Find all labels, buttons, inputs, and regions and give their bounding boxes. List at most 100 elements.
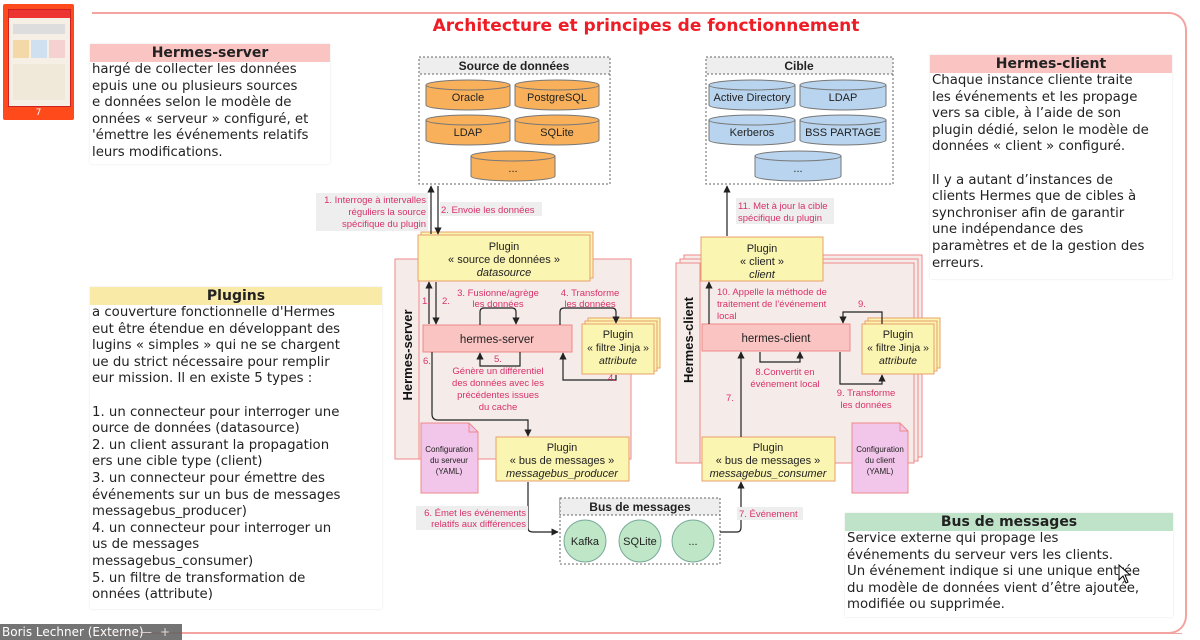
target-title: Cible — [784, 59, 814, 73]
source-db-4-label: ... — [508, 163, 517, 175]
config-client-line2: du client — [865, 456, 896, 465]
architecture-diagram: Source de données Oracle PostgreSQL LDAP SQ… — [316, 56, 941, 565]
bottom-divider — [182, 633, 1182, 634]
source-title: Source de données — [459, 59, 570, 73]
annotation-5-line4: du cache — [479, 402, 518, 413]
bus-title: Bus de messages — [589, 500, 691, 514]
source-db-1-label: PostgreSQL — [527, 92, 587, 104]
server-vertical-label: Hermes-server — [400, 309, 415, 400]
annotation-10-line3: local — [717, 311, 737, 322]
plugin-filter-client: Plugin « filtre Jinja » attribute — [861, 317, 941, 375]
annotations: 1. Interroge à intervalles réguliers la … — [316, 193, 895, 530]
target-db-3-label: BSS PARTAGE — [805, 127, 881, 139]
source-group: Source de données Oracle PostgreSQL LDAP SQ… — [418, 56, 611, 185]
config-client-line3: (YAML) — [867, 467, 894, 476]
slide-thumbnail[interactable]: 7 — [3, 4, 74, 120]
slide-canvas: Architecture et principes de fonctionnem… — [90, 0, 1200, 640]
client-panel-heading: Hermes-client — [930, 55, 1172, 73]
target-db-2-label: Kerberos — [730, 127, 775, 139]
plugin-producer-type: « bus de messages » — [510, 455, 615, 467]
mouse-cursor-icon — [1118, 564, 1132, 584]
plugin-datasource: Plugin « source de données » datasource — [417, 231, 594, 282]
plugin-filter-server: Plugin « filtre Jinja » attribute — [581, 317, 661, 375]
annotation-10-line2: traitement de l’événement — [717, 299, 827, 310]
annotation-1-line1: 1. Interroge à intervalles — [324, 195, 426, 206]
annotation-3-line1: 3. Fusionne/agrège — [457, 288, 539, 299]
annotation-6-line2: relatifs aux différences — [431, 519, 526, 530]
plugins-panel: Plugins a couverture fonctionnelle d'Her… — [90, 287, 382, 609]
target-db-1-label: LDAP — [829, 92, 858, 104]
annotation-1-line2: réguliers la source — [348, 207, 426, 218]
plugin-datasource-name: datasource — [477, 267, 531, 279]
annotation-5-line2: des données avec les — [452, 378, 544, 389]
plugins-panel-body: a couverture fonctionnelle d'Hermes eut … — [92, 305, 341, 603]
target-db-3: BSS PARTAGE — [799, 114, 887, 146]
bus-node-label-0: Kafka — [571, 536, 600, 548]
annotation-6-line1: 6. Émet les événements — [424, 508, 526, 519]
plugin-client-type: « client » — [740, 256, 784, 268]
plugin-producer-label: Plugin — [547, 442, 578, 454]
plugin-client-name: client — [749, 269, 776, 281]
hermes-client-core: hermes-client — [701, 323, 851, 352]
bus-node-2 — [671, 519, 715, 563]
annotation-5-short: 5. — [494, 354, 502, 365]
source-db-3: SQLite — [514, 114, 600, 146]
bus-node-label-1: SQLite — [623, 536, 657, 548]
source-db-2: LDAP — [425, 114, 511, 146]
target-db-2: Kerberos — [708, 114, 796, 146]
minimize-button[interactable]: — — [140, 625, 152, 639]
thumbnail-number: 7 — [35, 108, 42, 118]
plugins-panel-heading: Plugins — [90, 287, 382, 305]
annotation-8-line2: événement local — [750, 379, 819, 390]
annotation-5-line3: précédentes issues — [457, 390, 539, 401]
annotation-9-line2: les données — [840, 400, 891, 411]
plugin-filter-client-name: attribute — [879, 355, 917, 367]
plugin-consumer-label: Plugin — [753, 442, 784, 454]
plugin-consumer: Plugin « bus de messages » messagebus_co… — [701, 436, 836, 482]
config-server-doc: Configuration du serveur (YAML) — [420, 422, 479, 494]
plugin-datasource-type: « source de données » — [448, 254, 560, 266]
add-button[interactable]: + — [160, 625, 171, 639]
target-db-0-label: Active Directory — [713, 92, 791, 104]
bus-node-1 — [618, 519, 662, 563]
presenter-bar[interactable]: Boris Lechner (Externe) — + — [0, 624, 182, 640]
plugin-consumer-type: « bus de messages » — [716, 455, 821, 467]
config-client-line1: Configuration — [856, 445, 904, 454]
presenter-name: Boris Lechner (Externe) — [2, 625, 144, 639]
annotation-2: 2. Envoie les données — [441, 205, 535, 216]
bus-node-0 — [563, 519, 607, 563]
annotation-11-line1: 11. Met à jour la cible — [738, 201, 828, 212]
annotation-11-line2: spécifique du plugin — [738, 213, 822, 224]
plugin-filter-server-type: « filtre Jinja » — [587, 342, 649, 354]
annotation-7: 7. Événement — [739, 509, 798, 520]
hermes-client-core-label: hermes-client — [741, 333, 811, 345]
target-db-4-label: ... — [793, 163, 802, 175]
source-db-0: Oracle — [425, 79, 511, 111]
server-panel-heading: Hermes-server — [90, 44, 330, 62]
plugin-client: Plugin « client » client — [700, 236, 824, 282]
target-db-1: LDAP — [799, 79, 887, 111]
annotation-5-line1: Génère un différentiel — [452, 366, 543, 377]
arrows — [425, 185, 886, 536]
bus-panel: Bus de messages Service externe qui prop… — [845, 513, 1173, 617]
annotation-9-line1: 9. Transforme — [837, 388, 896, 399]
server-panel: Hermes-server hargé de collecter les don… — [90, 44, 330, 164]
client-panel-body: Chaque instance cliente traite les événe… — [932, 73, 1149, 271]
bus-panel-heading: Bus de messages — [845, 513, 1173, 531]
bus-group: Bus de messages Kafka SQLite... — [559, 497, 721, 565]
plugin-client-label: Plugin — [747, 243, 778, 255]
hermes-server-core-label: hermes-server — [460, 334, 534, 346]
annotation-1-short: 1. — [422, 296, 430, 307]
plugin-consumer-name: messagebus_consumer — [710, 468, 828, 480]
plugin-producer-name: messagebus_producer — [506, 468, 619, 480]
hermes-server-core: hermes-server — [422, 324, 573, 353]
server-panel-body: hargé de collecter les données epuis une… — [92, 62, 309, 160]
plugin-filter-server-name: attribute — [599, 355, 637, 367]
client-panel: Hermes-client Chaque instance cliente tr… — [930, 55, 1172, 279]
source-db-4: ... — [470, 150, 556, 182]
config-server-line1: Configuration — [425, 445, 473, 454]
source-db-3-label: SQLite — [540, 127, 574, 139]
bus-node-label-2: ... — [688, 536, 697, 548]
annotation-4-line2: les données — [564, 299, 615, 310]
annotation-6-short: 6. — [423, 356, 431, 367]
